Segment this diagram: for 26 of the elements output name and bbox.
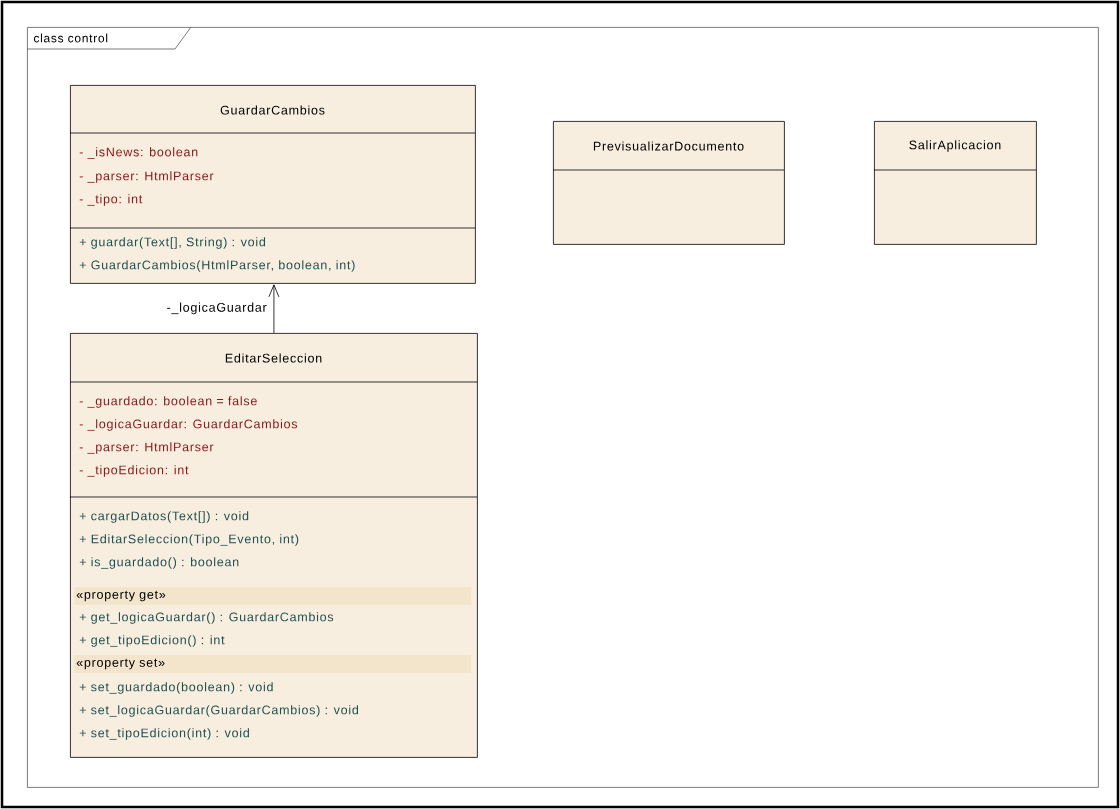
class-name: GuardarCambios xyxy=(220,105,325,115)
stereotype-label: «property get» xyxy=(74,587,472,605)
attribute: - _tipoEdicion: int xyxy=(79,465,189,477)
operation: + get_tipoEdicion() : int xyxy=(79,635,225,647)
class-name: PrevisualizarDocumento xyxy=(593,141,744,151)
operation: + get_logicaGuardar() : GuardarCambios xyxy=(79,612,334,624)
association-arrow xyxy=(268,284,280,334)
class-name: SalirAplicacion xyxy=(909,140,1001,152)
operation: + set_tipoEdicion(int) : void xyxy=(79,728,249,740)
attribute: - _tipo: int xyxy=(79,194,143,206)
operation: + set_guardado(boolean) : void xyxy=(79,682,273,694)
frame-tab: class control xyxy=(26,26,192,50)
attribute: - _isNews: boolean xyxy=(79,147,198,159)
attribute: - _parser: HtmlParser xyxy=(79,171,214,183)
attribute: - _guardado: boolean = false xyxy=(79,396,257,408)
operation: + cargarDatos(Text[]) : void xyxy=(79,511,249,523)
attribute: - _logicaGuardar: GuardarCambios xyxy=(79,419,298,431)
operation: + set_logicaGuardar(GuardarCambios) : void xyxy=(79,705,359,717)
operation: + is_guardado() : boolean xyxy=(79,557,239,569)
operation: + EditarSeleccion(Tipo_Evento, int) xyxy=(79,534,299,546)
attribute: - _parser: HtmlParser xyxy=(79,442,214,454)
edge-label: -_logicaGuardar xyxy=(165,301,268,316)
operation: + GuardarCambios(HtmlParser, boolean, int) xyxy=(79,260,355,272)
class-name: EditarSeleccion xyxy=(225,353,322,363)
stereotype-label: «property set» xyxy=(74,655,472,673)
operation: + guardar(Text[], String) : void xyxy=(79,237,266,249)
